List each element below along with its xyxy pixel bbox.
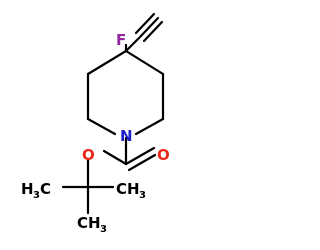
methyl-bottom-subscript: 3 — [100, 224, 107, 235]
methyl-left-subscript: 3 — [33, 190, 40, 201]
nitrogen-label: N — [120, 127, 133, 145]
methyl-right: C H 3 — [116, 180, 146, 201]
bond-c4-alkyne — [124, 36, 141, 53]
triple-bond-line-3 — [134, 12, 156, 35]
ring-bond-c4-c5 — [124, 49, 165, 76]
ring-bond-c6-n — [134, 117, 165, 136]
methyl-bottom-h: H — [88, 214, 101, 232]
methyl-left: H 3 C — [21, 180, 51, 201]
carbonyl-double-bond-2 — [127, 153, 157, 172]
molecule-structure-diagram: F N O O H 3 C C H 3 C H 3 — [21, 12, 170, 235]
methyl-right-c: C — [116, 180, 127, 198]
methyl-right-subscript: 3 — [139, 190, 146, 201]
methyl-left-h: H — [21, 180, 34, 198]
atom-labels: F N O O H 3 C C H 3 C H 3 — [21, 31, 170, 235]
ring-bond-c2-n — [86, 117, 117, 136]
ring-bond-c4-c3 — [86, 49, 128, 76]
carbonyl-oxygen-label: O — [157, 146, 170, 164]
carbonyl-double-bond-1 — [124, 146, 156, 166]
ester-oxygen-label: O — [82, 146, 95, 164]
triple-bond-line-2 — [142, 20, 164, 43]
fluorine-label: F — [116, 31, 126, 49]
methyl-left-c: C — [40, 180, 51, 198]
methyl-right-h: H — [127, 180, 140, 198]
triple-bond-line-1 — [138, 16, 160, 39]
bonds — [61, 12, 165, 215]
methyl-bottom: C H 3 — [77, 214, 107, 235]
methyl-bottom-c: C — [77, 214, 88, 232]
bond-carbonyl-ester-o — [102, 149, 128, 166]
